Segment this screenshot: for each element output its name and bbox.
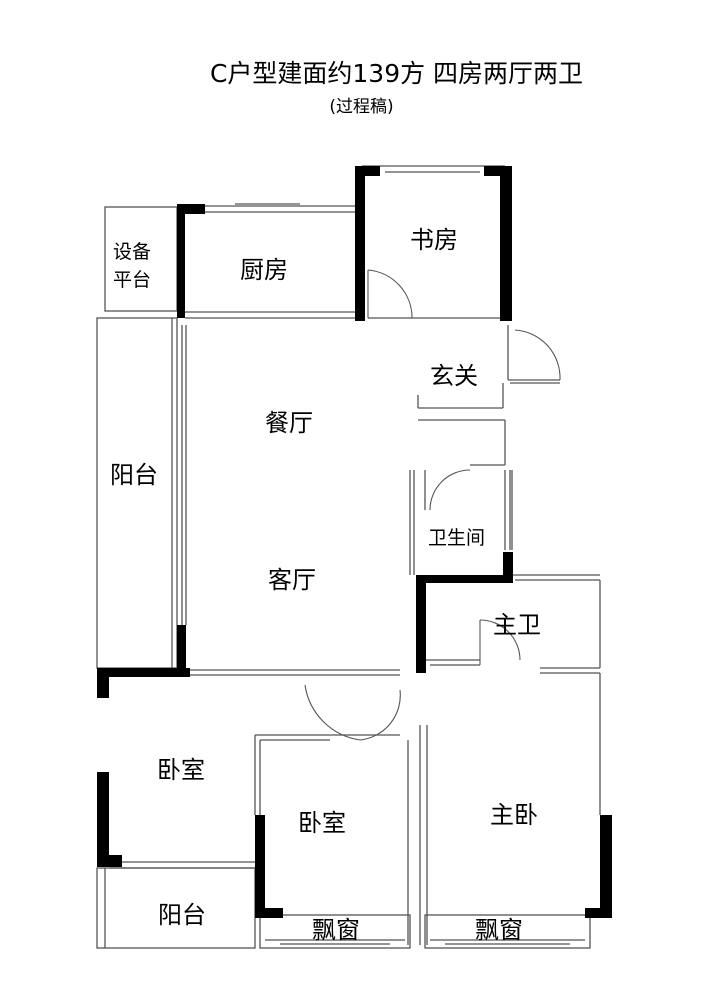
room-label-kitchen: 厨房 bbox=[240, 256, 288, 284]
room-label-living-room: 客厅 bbox=[268, 566, 316, 594]
room-label-dining-room: 餐厅 bbox=[265, 409, 313, 437]
equipment-platform-line-2: 平台 bbox=[113, 269, 152, 291]
room-label-master-bathroom: 主卫 bbox=[493, 611, 541, 639]
equipment-platform-line-1: 设备 bbox=[113, 241, 152, 263]
room-label-bedroom-middle: 卧室 bbox=[298, 809, 346, 837]
plan-title: C户型建面约139方 四房两厅两卫 bbox=[209, 59, 584, 88]
plan-subtitle: (过程稿) bbox=[329, 97, 394, 117]
room-label-guest-bathroom: 卫生间 bbox=[428, 527, 486, 549]
room-label-equipment-platform: 设备 平台 bbox=[113, 238, 151, 294]
room-label-study: 书房 bbox=[410, 226, 458, 254]
room-label-bedroom-left: 卧室 bbox=[157, 756, 205, 784]
room-label-balcony-west: 阳台 bbox=[110, 461, 158, 489]
room-label-entrance: 玄关 bbox=[430, 362, 478, 390]
thin-walls bbox=[96, 165, 601, 949]
room-label-bay-window-left: 飘窗 bbox=[312, 916, 360, 944]
structural-walls bbox=[97, 166, 612, 918]
room-label-bay-window-right: 飘窗 bbox=[475, 916, 523, 944]
room-label-balcony-south: 阳台 bbox=[158, 901, 206, 929]
room-label-master-bedroom: 主卧 bbox=[490, 801, 538, 829]
door-swings bbox=[304, 269, 561, 741]
